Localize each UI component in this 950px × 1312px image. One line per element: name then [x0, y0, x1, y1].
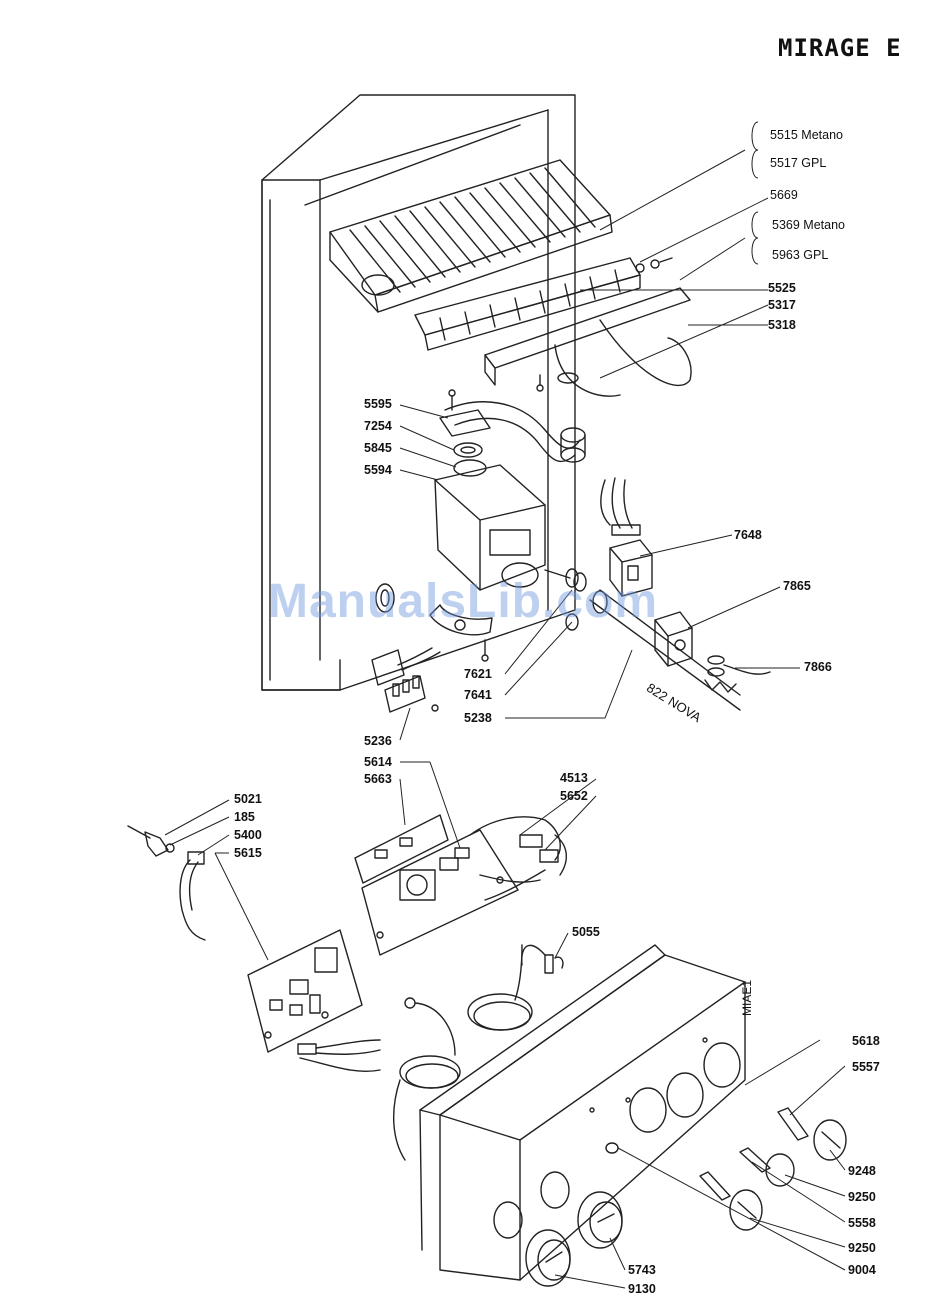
label-5517: 5517 GPL [770, 156, 826, 170]
heat-exchanger [330, 160, 612, 312]
injector-rail [485, 258, 690, 385]
display-board [355, 815, 448, 883]
label-5595: 5595 [364, 397, 392, 411]
label-5845: 5845 [364, 441, 392, 455]
label-5318: 5318 [768, 318, 796, 332]
capillary-tubes [394, 945, 532, 1160]
label-5515: 5515 Metano [770, 128, 843, 142]
label-5743: 5743 [628, 1263, 656, 1277]
label-9250-b: 9250 [848, 1241, 876, 1255]
label-5236: 5236 [364, 734, 392, 748]
main-pcb-5614 [362, 830, 518, 955]
label-9250-a: 9250 [848, 1190, 876, 1204]
label-7621: 7621 [464, 667, 492, 681]
label-5400: 5400 [234, 828, 262, 842]
terminal-block [372, 648, 440, 712]
label-5652: 5652 [560, 789, 588, 803]
pcb-cable [298, 1040, 380, 1071]
wiring-harness [470, 817, 566, 900]
leader-lines [165, 122, 845, 1288]
watermark: ManualsLib.com [268, 574, 658, 629]
label-5615: 5615 [234, 846, 262, 860]
burner-assembly [415, 258, 640, 350]
label-7641: 7641 [464, 688, 492, 702]
label-7866: 7866 [804, 660, 832, 674]
label-9004: 9004 [848, 1263, 876, 1277]
probe-5055 [522, 945, 563, 973]
ignition-electrodes [537, 320, 691, 396]
label-5594: 5594 [364, 463, 392, 477]
temperature-sensor [128, 826, 205, 940]
knobs-and-shafts [700, 1108, 846, 1230]
label-5525: 5525 [768, 281, 796, 295]
label-5669: 5669 [770, 188, 798, 202]
label-5557: 5557 [852, 1060, 880, 1074]
pcb-board-5615 [248, 930, 362, 1052]
label-5021: 5021 [234, 792, 262, 806]
gauges [526, 1192, 622, 1286]
label-5055: 5055 [572, 925, 600, 939]
label-7865: 7865 [783, 579, 811, 593]
label-5558: 5558 [848, 1216, 876, 1230]
label-7254: 7254 [364, 419, 392, 433]
label-9130: 9130 [628, 1282, 656, 1296]
label-185: 185 [234, 810, 255, 824]
label-5369: 5369 Metano [772, 218, 845, 232]
label-5317: 5317 [768, 298, 796, 312]
page-title: MIRAGE E [778, 34, 902, 62]
side-code-label: MIAE1 [740, 980, 754, 1016]
label-5238: 5238 [464, 711, 492, 725]
label-9248: 9248 [848, 1164, 876, 1178]
label-7648: 7648 [734, 528, 762, 542]
label-5618: 5618 [852, 1034, 880, 1048]
label-5663: 5663 [364, 772, 392, 786]
control-panel [420, 945, 745, 1280]
connector-7866 [705, 656, 770, 692]
label-4513: 4513 [560, 771, 588, 785]
label-5614: 5614 [364, 755, 392, 769]
label-5963: 5963 GPL [772, 248, 828, 262]
connector-7865 [655, 612, 692, 666]
valve-wiring [601, 478, 640, 535]
